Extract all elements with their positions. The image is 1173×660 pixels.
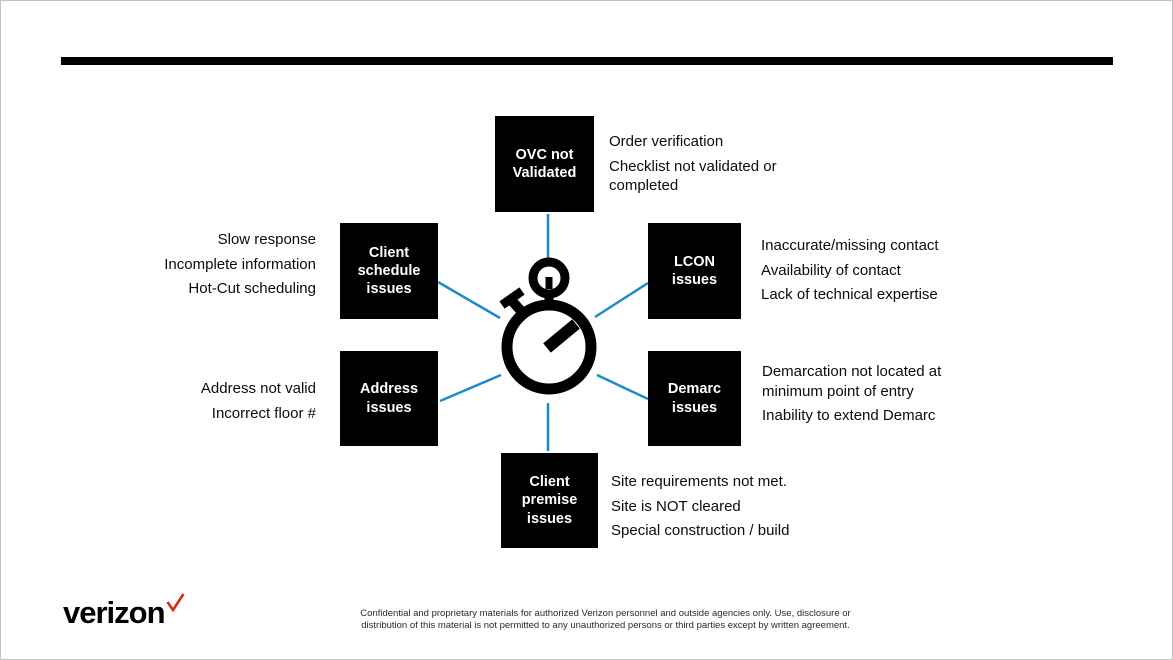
node-client-schedule-issues: Client schedule issues (340, 223, 438, 319)
note-line: Checklist not validated or completed (609, 157, 777, 195)
note-line: Availability of contact (761, 261, 901, 279)
connector-address (439, 373, 502, 403)
node-label-line: Client (529, 474, 570, 491)
note-line: Site is NOT cleared (611, 497, 741, 515)
node-label-line: OVC not (515, 146, 574, 163)
top-rule (61, 57, 1113, 65)
notes-client-premise: Site requirements not met. Site is NOT c… (611, 472, 861, 546)
node-label-line: issues (366, 399, 412, 416)
node-label-line: LCON (673, 253, 716, 270)
connector-lines (437, 214, 649, 451)
note-line: Site requirements not met. (611, 473, 787, 490)
node-label-line: Validated (512, 165, 577, 181)
note-line: Order verification (609, 133, 724, 150)
note-line: Inability to extend Demarc (762, 407, 936, 424)
connector-lcon (594, 281, 649, 319)
connector-client-schedule (437, 280, 501, 320)
stopwatch-icon (499, 257, 597, 395)
verizon-wordmark: verizon (63, 595, 166, 630)
node-label-line: premise (521, 492, 578, 509)
node-label-line: Address (359, 381, 419, 398)
notes-ovc: Order verification Checklist not validat… (609, 132, 817, 201)
stopwatch-side-button-cap (499, 287, 525, 309)
node-client-premise-issues: Client premise issues (501, 453, 598, 548)
node-label-line: issues (366, 281, 412, 298)
note-line: Incorrect floor # (211, 404, 316, 422)
verizon-logo: verizon (63, 593, 185, 631)
node-address-issues: Address issues (340, 351, 438, 446)
node-label-line: issues (671, 399, 718, 416)
notes-lcon: Inaccurate/missing contact Availability … (761, 236, 996, 310)
note-line: Incomplete information (164, 255, 316, 273)
node-label-line: issues (671, 272, 718, 288)
note-line: Demarcation not located at minimum point… (762, 363, 942, 400)
node-lcon-issues: LCON issues (648, 223, 741, 319)
node-label-line: Client (368, 244, 410, 261)
notes-address: Address not valid Incorrect floor # (116, 379, 316, 428)
stopwatch-hand (543, 319, 580, 353)
note-line: Inaccurate/missing contact (761, 237, 939, 254)
note-line: Hot-Cut scheduling (188, 280, 316, 297)
confidentiality-notice: Confidential and proprietary materials f… (360, 608, 851, 631)
node-ovc-not-validated: OVC not Validated (495, 116, 594, 212)
node-label-line: issues (526, 510, 573, 527)
note-line: Address not valid (200, 380, 316, 397)
node-demarc-issues: Demarc issues (648, 351, 741, 446)
note-line: Slow response (217, 231, 316, 248)
note-line: Special construction / build (611, 522, 790, 539)
notes-client-schedule: Slow response Incomplete information Hot… (86, 230, 316, 304)
notes-demarc: Demarcation not located at minimum point… (762, 362, 970, 431)
connector-demarc (596, 373, 649, 401)
note-line: Lack of technical expertise (761, 286, 938, 303)
node-label-line: schedule (357, 262, 421, 279)
node-label-line: Demarc (667, 381, 722, 398)
verizon-checkmark-icon (165, 593, 185, 613)
